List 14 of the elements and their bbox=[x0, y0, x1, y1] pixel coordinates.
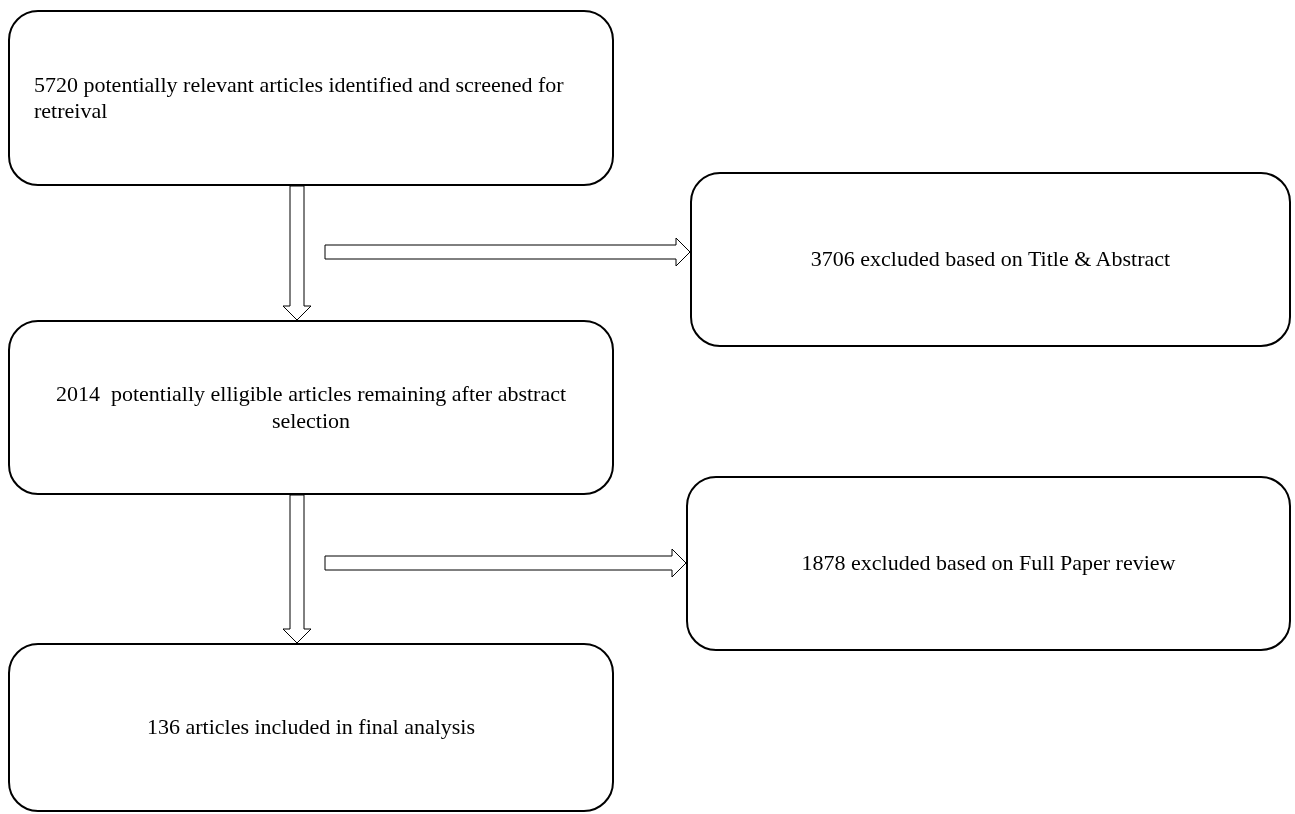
process-box bbox=[8, 10, 614, 186]
box-text: 5720 potentially relevant articles identified and screened for retreival bbox=[34, 71, 565, 125]
box-text: 3706 excluded based on Title & Abstract bbox=[810, 246, 1171, 273]
process-box bbox=[8, 320, 614, 495]
box-text: 2014 potentially elligible articles remaining after abstract selection bbox=[54, 381, 568, 434]
block-arrow bbox=[282, 494, 312, 644]
box-text: 1878 excluded based on Full Paper review bbox=[801, 550, 1176, 577]
process-box bbox=[8, 643, 614, 812]
block-arrow bbox=[324, 548, 687, 578]
process-box bbox=[690, 172, 1291, 347]
block-arrow bbox=[282, 185, 312, 321]
box-text: 136 articles included in final analysis bbox=[146, 714, 476, 741]
process-box bbox=[686, 476, 1291, 651]
block-arrow bbox=[324, 237, 691, 267]
